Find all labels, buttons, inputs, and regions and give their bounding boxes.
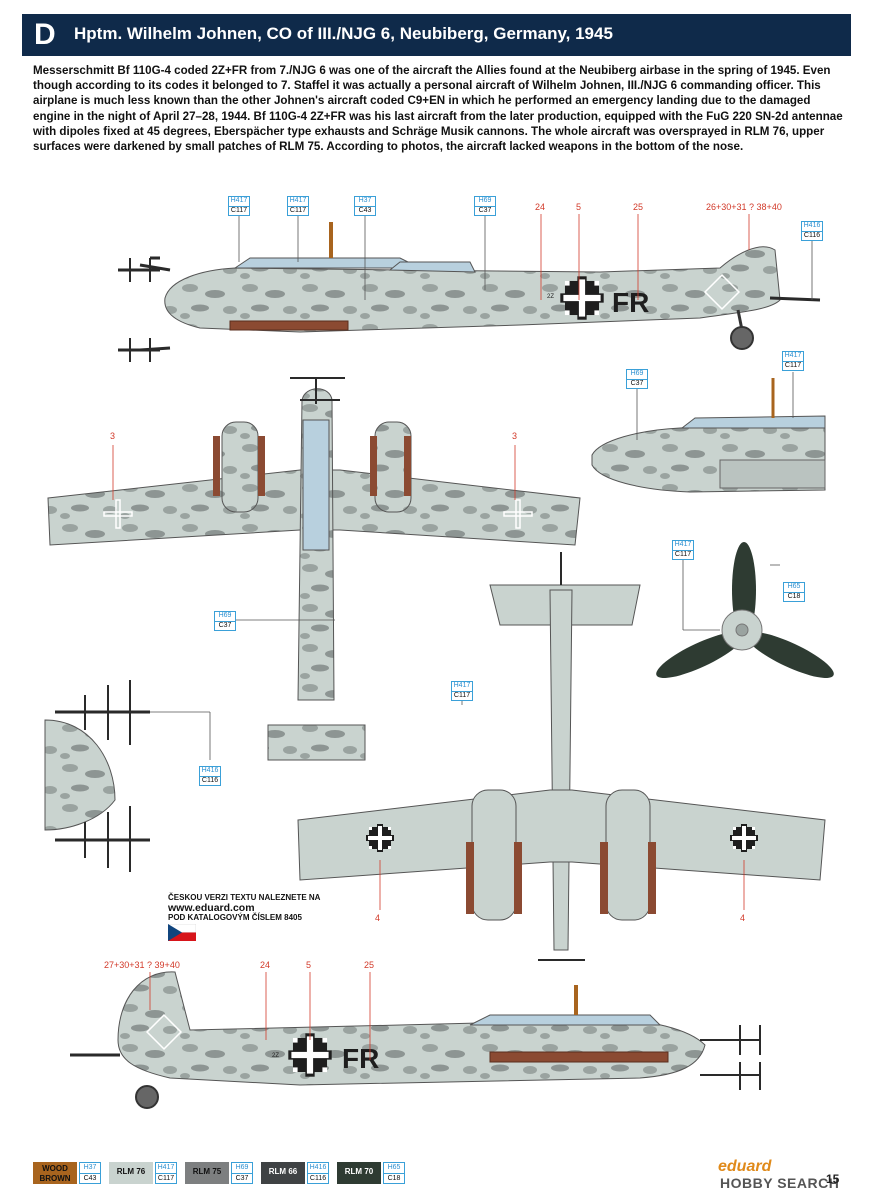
- profile-letter: D: [34, 18, 56, 51]
- marking-number: 25: [364, 960, 375, 970]
- marking-number: 5: [306, 960, 312, 970]
- marking-number: 4: [375, 913, 381, 923]
- propeller: [656, 542, 834, 679]
- czech-note-url[interactable]: www.eduard.com: [168, 902, 255, 914]
- nose-detail: [591, 378, 826, 493]
- marking-number: 4: [740, 913, 746, 923]
- legend-swatch-wood-brown: WOOD BROWN: [33, 1162, 77, 1184]
- marking-number: 25: [633, 202, 644, 212]
- page-header: D Hptm. Wilhelm Johnen, CO of III./NJG 6…: [22, 14, 851, 56]
- marking-number: 27+30+31 ? 39+40: [104, 960, 180, 970]
- brand-logo: eduard: [718, 1158, 772, 1175]
- legend-swatch-rlm66: RLM 66: [261, 1162, 305, 1184]
- legend-swatch-rlm76: RLM 76: [109, 1162, 153, 1184]
- czech-note: ČESKOU VERZI TEXTU NALEZNETE NA www.edua…: [168, 893, 368, 923]
- czech-flag-icon: [168, 924, 196, 941]
- marking-number: 26+30+31 ? 38+40: [706, 202, 782, 212]
- czech-note-line1: ČESKOU VERZI TEXTU NALEZNETE NA: [168, 893, 321, 902]
- marking-number: 3: [512, 431, 518, 441]
- plan-view-top: [47, 377, 581, 761]
- legend-swatch-rlm75: RLM 75: [185, 1162, 229, 1184]
- page-title: Hptm. Wilhelm Johnen, CO of III./NJG 6, …: [74, 24, 613, 43]
- code-fr-bottom: FR: [342, 1043, 379, 1074]
- code-fr-top: FR: [612, 287, 649, 318]
- side-profile-right: FR 2Z: [70, 971, 761, 1109]
- description-text: Messerschmitt Bf 110G-4 coded 2Z+FR from…: [33, 64, 843, 154]
- watermark: HOBBY SEARCH: [720, 1175, 840, 1191]
- marking-number: 3: [110, 431, 116, 441]
- marking-number: 5: [576, 202, 582, 212]
- code-2z-bottom: 2Z: [272, 1053, 279, 1059]
- plan-view-bottom: [297, 552, 826, 961]
- marking-number: 24: [535, 202, 546, 212]
- czech-note-line2: POD KATALOGOVÝM ČÍSLEM 8405: [168, 913, 302, 922]
- legend-swatch-rlm70: RLM 70: [337, 1162, 381, 1184]
- marking-number: 24: [260, 960, 271, 970]
- code-2z-top: 2Z: [547, 294, 554, 300]
- antenna-detail: [44, 680, 150, 872]
- side-profile-left: FR 2Z: [118, 222, 821, 362]
- page-number: 15: [826, 1172, 840, 1186]
